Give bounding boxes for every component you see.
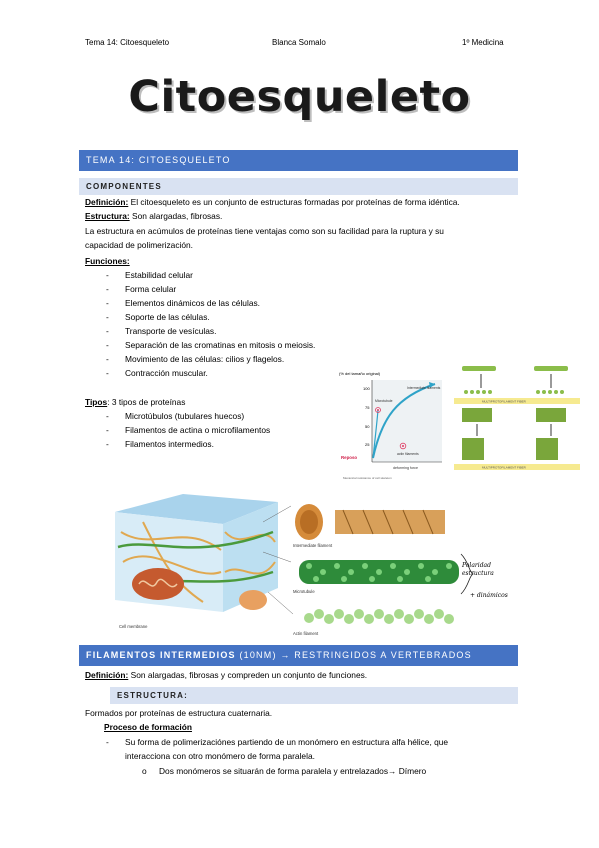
header-left: Tema 14: Citoesqueleto (85, 38, 170, 47)
graph-y-label: (% del tamaño original) (339, 371, 381, 376)
filamentos-definicion-line: Definición: Son alargadas, fibrosas y co… (85, 668, 367, 682)
tipos-line: Tipos: 3 tipos de proteínas (85, 395, 185, 409)
resistance-graph-figure: (% del tamaño original) 100 75 50 25 Mic… (337, 362, 447, 482)
subheading-estructura: ESTRUCTURA: (110, 687, 518, 704)
graph-curve-label: Microtubule (375, 399, 393, 403)
graph-caption: Mecanical resistance of cell skeleton (343, 476, 392, 480)
microtubule-curve (372, 409, 379, 459)
section2-heading-rest: (10NM) → RESTRINGIDOS A VERTEBRADOS (235, 650, 472, 660)
proceso-label: Proceso de formación (104, 722, 192, 732)
bracket-icon (460, 553, 474, 595)
section-heading-tema: TEMA 14: CITOESQUELETO (79, 150, 518, 171)
subheading-componentes: COMPONENTES (79, 178, 518, 195)
figure-label-membrane: Cell membrane (119, 624, 148, 629)
cytoskeleton-figure: Intermediate filament Microtubule Actin … (113, 492, 493, 640)
definicion-text: El citoesqueleto es un conjunto de estru… (128, 197, 460, 207)
definicion-line: Definición: El citoesqueleto es un conju… (85, 195, 460, 209)
paragraph-line2: capacidad de polimerización. (85, 240, 194, 250)
tipos-text: : 3 tipos de proteínas (107, 397, 186, 407)
definicion-label: Definición: (85, 197, 129, 207)
funciones-label: Funciones: (85, 256, 130, 266)
filamentos-definicion-text: Son alargadas, fibrosas y compreden un c… (128, 670, 368, 680)
filamentos-definicion-label: Definición: (85, 670, 129, 680)
header-center: Blanca Somalo (272, 38, 326, 47)
graph-curve-label: actin filaments (397, 452, 419, 456)
graph-tick: 50 (365, 424, 370, 429)
graph-reposo: Reposo (341, 455, 357, 460)
figure-label-actin: Actin filament (293, 631, 319, 636)
graph-curve-label: Intermediate filaments (407, 386, 441, 390)
paragraph-line1: La estructura en acúmulos de proteínas t… (85, 226, 444, 236)
page-title: Citoesqueleto (128, 72, 471, 122)
figure-label-intermediate: Intermediate filament (293, 543, 333, 548)
header-right: 1º Medicina (462, 38, 504, 47)
assembly-figure: MULTIPROTOFILAMENT FIBER MULTIPROTOFILAM… (452, 362, 582, 474)
formados-line: Formados por proteínas de estructura cua… (85, 708, 273, 718)
resistance-graph: (% del tamaño original) 100 75 50 25 Mic… (337, 362, 447, 482)
estructura-text: Son alargadas, fibrosas. (129, 211, 223, 221)
figure-label-microtubule: Microtubule (293, 589, 315, 594)
graph-x-label: deforming force (393, 466, 418, 470)
estructura-label: Estructura: (85, 211, 130, 221)
assembly-diagram: MULTIPROTOFILAMENT FIBER MULTIPROTOFILAM… (452, 362, 582, 474)
section2-heading-bold: FILAMENTOS INTERMEDIOS (86, 650, 236, 660)
graph-tick: 25 (365, 442, 370, 447)
section-heading-filamentos: FILAMENTOS INTERMEDIOS (10NM) → RESTRING… (79, 645, 518, 666)
handwritten-note-1: Polaridad estructura (462, 562, 494, 577)
funciones-heading: Funciones: (85, 254, 130, 268)
assembly-banner: MULTIPROTOFILAMENT FIBER (482, 466, 527, 470)
cytoskeleton-illustration: Intermediate filament Microtubule Actin … (115, 494, 474, 636)
tipos-label: Tipos (85, 397, 108, 407)
graph-tick: 100 (363, 386, 370, 391)
handwritten-note-2: + dinámicos (470, 592, 508, 599)
assembly-banner: MULTIPROTOFILAMENT FIBER (482, 400, 527, 404)
proceso-heading: Proceso de formación (104, 720, 192, 734)
bullet-o-icon: o (142, 766, 147, 776)
intermediate-curve (372, 383, 436, 459)
graph-tick: 75 (365, 405, 370, 410)
estructura-line: Estructura: Son alargadas, fibrosas. (85, 209, 222, 223)
